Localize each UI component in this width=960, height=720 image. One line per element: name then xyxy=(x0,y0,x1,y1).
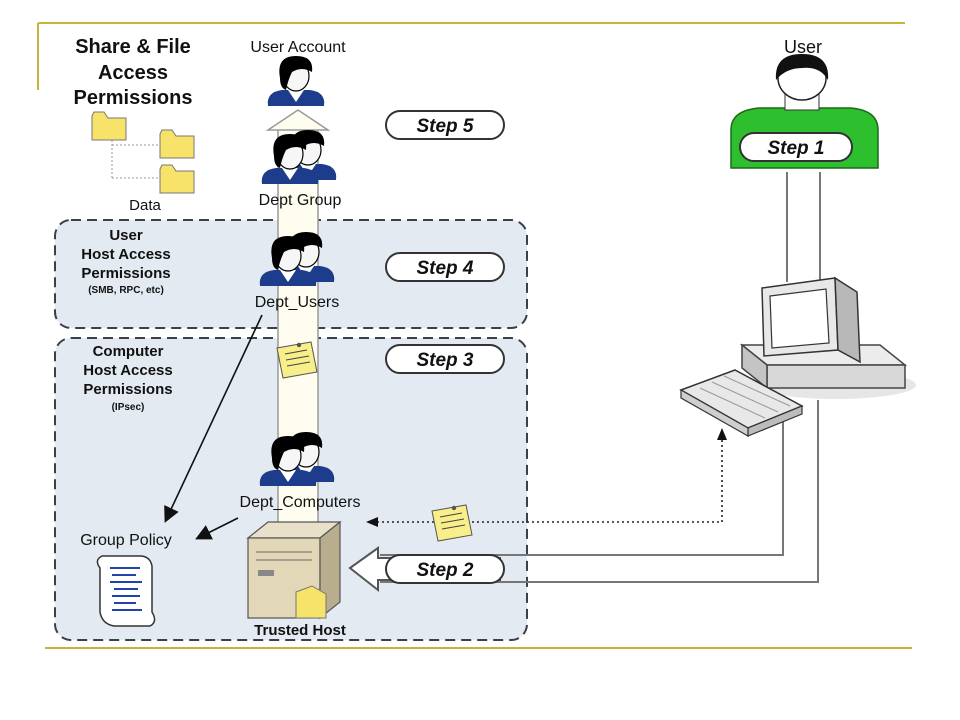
step2-line-top xyxy=(380,392,784,556)
server-icon xyxy=(246,520,342,620)
dotted-arrowhead-left xyxy=(366,517,378,527)
dotted-arrowhead-up xyxy=(717,428,727,440)
step5-badge xyxy=(385,110,505,140)
step4-label: Step 4 xyxy=(416,258,473,279)
step3-label: Step 3 xyxy=(416,350,473,371)
step1-label: Step 1 xyxy=(767,138,824,159)
dept-computers-label: Dept_Computers xyxy=(240,494,361,511)
dept-group-label: Dept Group xyxy=(259,192,342,209)
dept-users-label: Dept_Users xyxy=(255,294,339,311)
user-host-line2: Host Access xyxy=(81,246,171,263)
sticky-note-icon xyxy=(276,341,318,379)
step2-line-bottom xyxy=(380,400,819,583)
step5-label: Step 5 xyxy=(416,116,473,137)
title-line1: Share & File xyxy=(75,36,191,58)
group-icon xyxy=(262,130,336,184)
user-account-label: User Account xyxy=(250,39,346,56)
title-line3: Permissions xyxy=(74,87,193,109)
computer-host-line4: (IPsec) xyxy=(112,402,145,413)
arrow-users-to-policy xyxy=(164,314,263,523)
step2-badge xyxy=(385,554,505,584)
computer-host-line2: Host Access xyxy=(83,362,173,379)
computer-icon xyxy=(679,276,916,438)
user-host-line4: (SMB, RPC, etc) xyxy=(88,285,164,296)
user-host-line1: User xyxy=(109,227,143,244)
computer-host-line3: Permissions xyxy=(83,381,172,398)
step1-badge xyxy=(739,132,853,162)
user-label: User xyxy=(784,37,822,57)
group-policy-label: Group Policy xyxy=(80,532,172,549)
user-host-line3: Permissions xyxy=(81,265,170,282)
folder-icon xyxy=(91,111,195,194)
scroll-icon xyxy=(96,555,156,627)
arrow-computers-to-policy xyxy=(195,517,239,540)
sticky-note-icon xyxy=(431,504,473,542)
trusted-host-label: Trusted Host xyxy=(254,622,346,639)
step2-label: Step 2 xyxy=(416,560,473,581)
computer-host-line1: Computer xyxy=(93,343,164,360)
step3-badge xyxy=(385,344,505,374)
data-label: Data xyxy=(129,197,161,214)
person-icon xyxy=(267,55,325,107)
dotted-link xyxy=(372,440,723,523)
step4-badge xyxy=(385,252,505,282)
title-line2: Access xyxy=(98,62,168,84)
